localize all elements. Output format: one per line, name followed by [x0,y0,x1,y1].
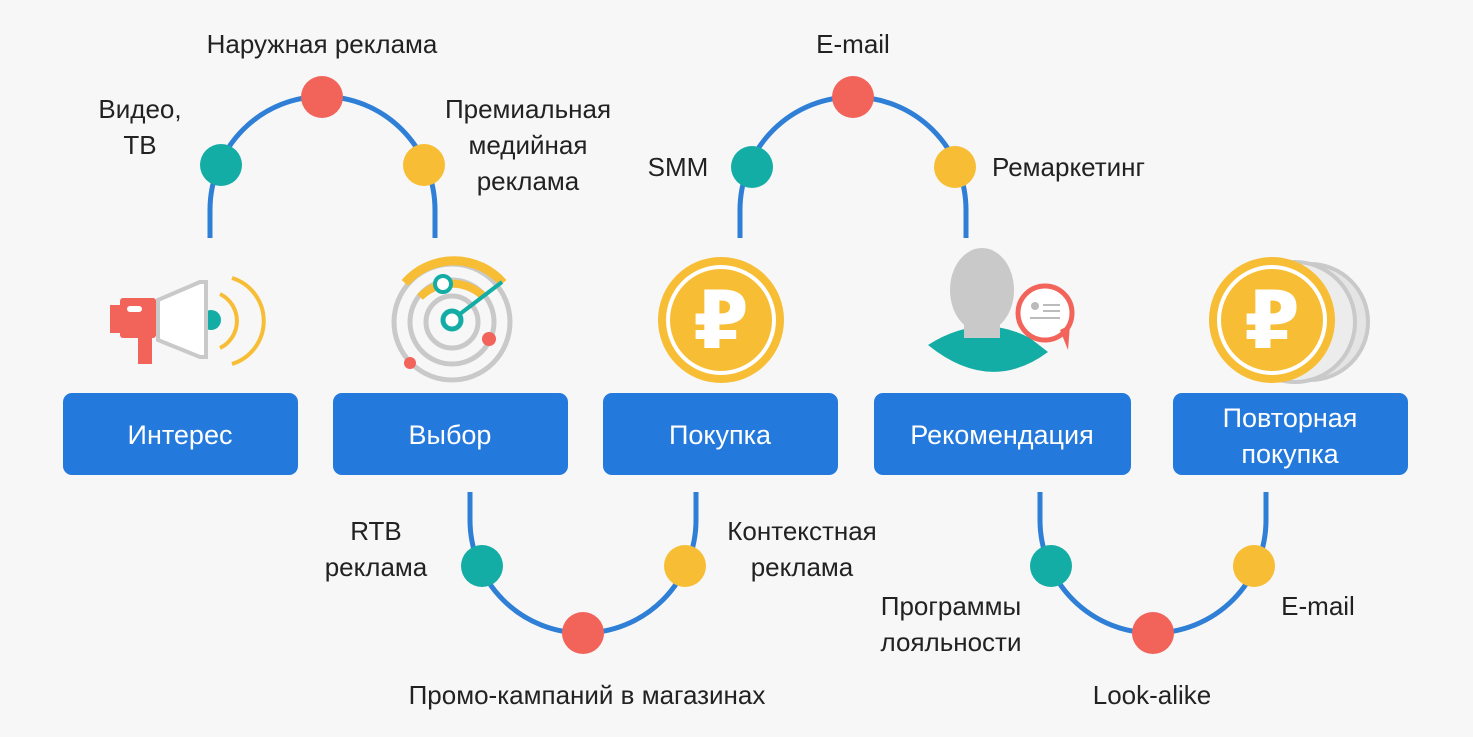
label-premium: реклама [477,166,580,196]
label-email-top: E-mail [816,29,890,59]
user-recommendation-icon [928,248,1075,372]
stage-repeat-purchase: Повторная покупка [1173,393,1408,475]
label-smm: SMM [648,152,709,182]
radar-icon [391,256,513,383]
channel-dot [1030,545,1072,587]
label-loyalty: лояльности [881,627,1022,657]
ruble-coin-icon: ₽ [658,257,784,383]
label-loyalty: Программы [881,591,1021,621]
connector-arc-purchase-recommendation [737,94,969,238]
stage-label: Повторная [1223,403,1358,433]
label-remarketing: Ремаркетинг [992,152,1145,182]
label-rtb: реклама [325,552,428,582]
channel-dot [731,146,773,188]
label-premium: медийная [469,130,588,160]
label-lookalike: Look-alike [1093,680,1212,710]
label-promo: Промо-кампаний в магазинах [409,680,766,710]
label-context: реклама [751,552,854,582]
channel-dot [301,76,343,118]
channel-dot [934,146,976,188]
stage-purchase: Покупка [603,393,838,475]
stage-label: Выбор [409,420,492,450]
channel-dot [461,545,503,587]
stage-label: Рекомендация [910,420,1093,450]
label-premium: Премиальная [445,94,611,124]
ruble-coins-stack-icon: ₽ [1209,257,1370,384]
channel-dot [200,144,242,186]
label-context: Контекстная [727,516,877,546]
label-outdoor: Наружная реклама [207,29,438,59]
stage-choice: Выбор [333,393,568,475]
label-video-tv: Видео, [98,94,181,124]
svg-text:₽: ₽ [1244,274,1300,367]
connector-arc-recommendation-repeat [1037,492,1269,636]
channel-dot [1132,612,1174,654]
megaphone-icon [110,276,266,366]
channel-dot [403,144,445,186]
stage-label: Интерес [128,420,233,450]
channel-dot [832,76,874,118]
channel-dot [562,612,604,654]
label-email-bottom: E-mail [1281,591,1355,621]
channel-dot [664,545,706,587]
channel-dot [1233,545,1275,587]
stage-interest: Интерес [63,393,298,475]
connector-arc-choice-purchase [467,492,699,636]
label-video-tv: ТВ [123,130,156,160]
svg-text:₽: ₽ [693,274,749,367]
stage-label: Покупка [669,420,772,450]
stage-label: покупка [1241,439,1339,469]
label-rtb: RTB [350,516,402,546]
stage-recommendation: Рекомендация [874,393,1131,475]
